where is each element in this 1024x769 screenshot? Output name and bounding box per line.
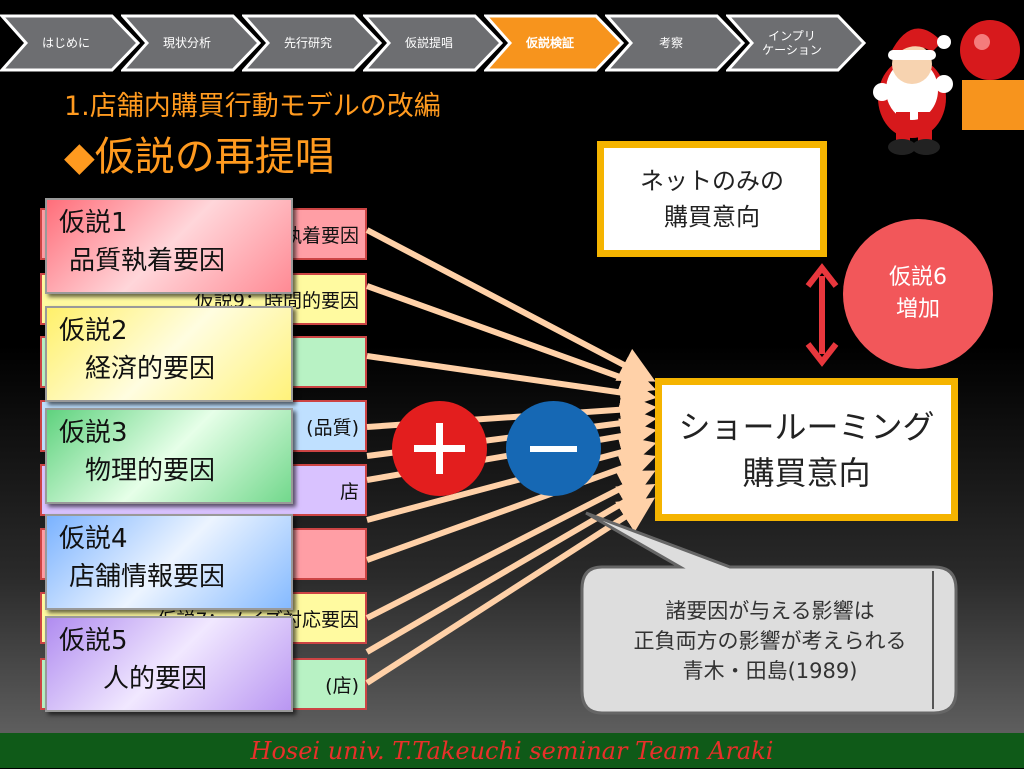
- hypothesis-title: 仮説4: [59, 524, 128, 554]
- hypothesis-name: 人的要因: [103, 664, 208, 694]
- showrooming-purchase-intent-box: ショールーミング 購買意向: [655, 378, 958, 521]
- callout-bubble: [580, 511, 958, 715]
- progress-nav: はじめに 現状分析 先行研究 仮説提唱 仮説検証 考察 インプリ ケーション: [0, 14, 870, 72]
- hypothesis-6-circle: 仮説6 増加: [843, 219, 993, 369]
- nav-step-2[interactable]: 現状分析: [121, 14, 261, 72]
- hypothesis-name: 物理的要因: [85, 456, 216, 486]
- double-arrow-icon: [805, 263, 839, 367]
- net-only-purchase-intent-box: ネットのみの 購買意向: [597, 141, 827, 257]
- negative-effect-icon: [506, 401, 601, 496]
- nav-step-label: 仮説提唱: [404, 36, 453, 50]
- influence-arrow: [365, 470, 656, 621]
- footer-credit: Hosei univ. T.Takeuchi seminar Team Arak…: [0, 733, 1024, 768]
- hypothesis-3-card: 仮説3 物理的要因: [45, 408, 293, 504]
- positive-effect-icon: [392, 401, 487, 496]
- influence-arrow: [365, 451, 657, 563]
- nav-step-label: 現状分析: [162, 36, 211, 50]
- hypothesis-1-card: 仮説1 品質執着要因: [45, 198, 293, 294]
- nav-step-1[interactable]: はじめに: [0, 14, 140, 72]
- callout-text: 諸要因が与える影響は 正負両方の影響が考えられる 青木・田島(1989): [633, 599, 907, 683]
- influence-arrow: [365, 497, 656, 686]
- nav-step-5[interactable]: 仮説検証: [484, 14, 624, 72]
- hypothesis-title: 仮説3: [59, 418, 128, 448]
- nav-step-3[interactable]: 先行研究: [242, 14, 382, 72]
- hypothesis-2-card: 仮説2 経済的要因: [45, 306, 293, 402]
- hypothesis-5-card: 仮説5 人的要因: [45, 616, 293, 712]
- hypothesis-name: 経済的要因: [85, 354, 216, 384]
- nav-step-label: 先行研究: [283, 36, 332, 50]
- nav-step-6[interactable]: 考察: [605, 14, 745, 72]
- nav-step-label: 仮説検証: [525, 36, 574, 50]
- hypothesis-4-card: 仮説4 店舗情報要因: [45, 514, 293, 610]
- hypothesis-title: 仮説2: [59, 316, 128, 346]
- influence-arrow: [365, 283, 657, 395]
- nav-step-7[interactable]: インプリ ケーション: [726, 14, 866, 72]
- santa-claus-icon: [873, 20, 1024, 155]
- section-title: 1.店舗内購買行動モデルの改編: [64, 91, 441, 122]
- slide-heading: ◆仮説の再提唱: [64, 134, 335, 180]
- nav-step-label: インプリ ケーション: [762, 29, 822, 57]
- nav-step-4[interactable]: 仮説提唱: [363, 14, 503, 72]
- hypothesis-title: 仮説5: [59, 626, 128, 656]
- hypothesis-title: 仮説1: [59, 208, 128, 238]
- hypothesis-name: 品質執着要因: [69, 246, 226, 276]
- hypothesis-name: 店舗情報要因: [69, 562, 226, 592]
- nav-step-label: はじめに: [41, 36, 90, 50]
- influence-arrow: [365, 227, 656, 382]
- influence-arrow: [366, 353, 657, 411]
- nav-step-label: 考察: [658, 36, 683, 50]
